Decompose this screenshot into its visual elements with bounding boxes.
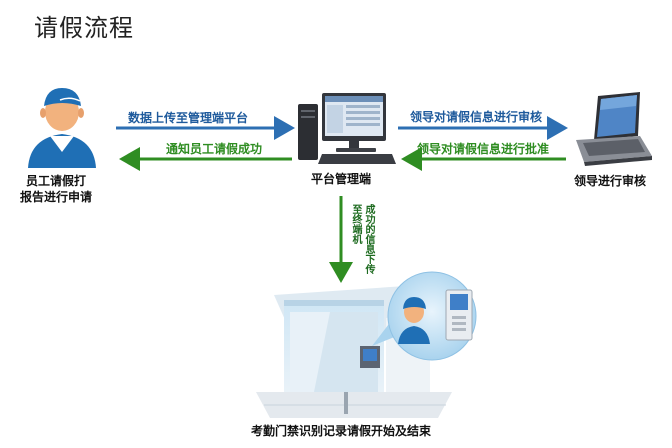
leader-label: 领导进行审核: [574, 174, 647, 188]
terminal-label: 考勤门禁识别记录请假开始及结束: [251, 424, 432, 438]
employee-label-line1: 员工请假打: [26, 174, 87, 188]
edge-dispatch-label-a: 至终端机: [350, 204, 361, 244]
desktop-computer-icon: [298, 93, 396, 164]
edge-review-label: 领导对请假信息进行审核: [410, 110, 543, 124]
edge-upload-label: 数据上传至管理端平台: [128, 111, 249, 125]
employee-icon: [28, 88, 96, 168]
platform-label: 平台管理端: [311, 172, 372, 186]
employee-label-line2: 报告进行申请: [20, 190, 93, 204]
edge-notify-label: 通知员工请假成功: [166, 142, 263, 156]
edge-approve-label: 领导对请假信息进行批准: [417, 142, 550, 156]
terminal-zoom-icon: [372, 271, 477, 361]
laptop-icon: [576, 92, 652, 166]
page-title: 请假流程: [34, 14, 134, 42]
edge-dispatch-label-b: 成功的信息下传: [363, 204, 374, 274]
